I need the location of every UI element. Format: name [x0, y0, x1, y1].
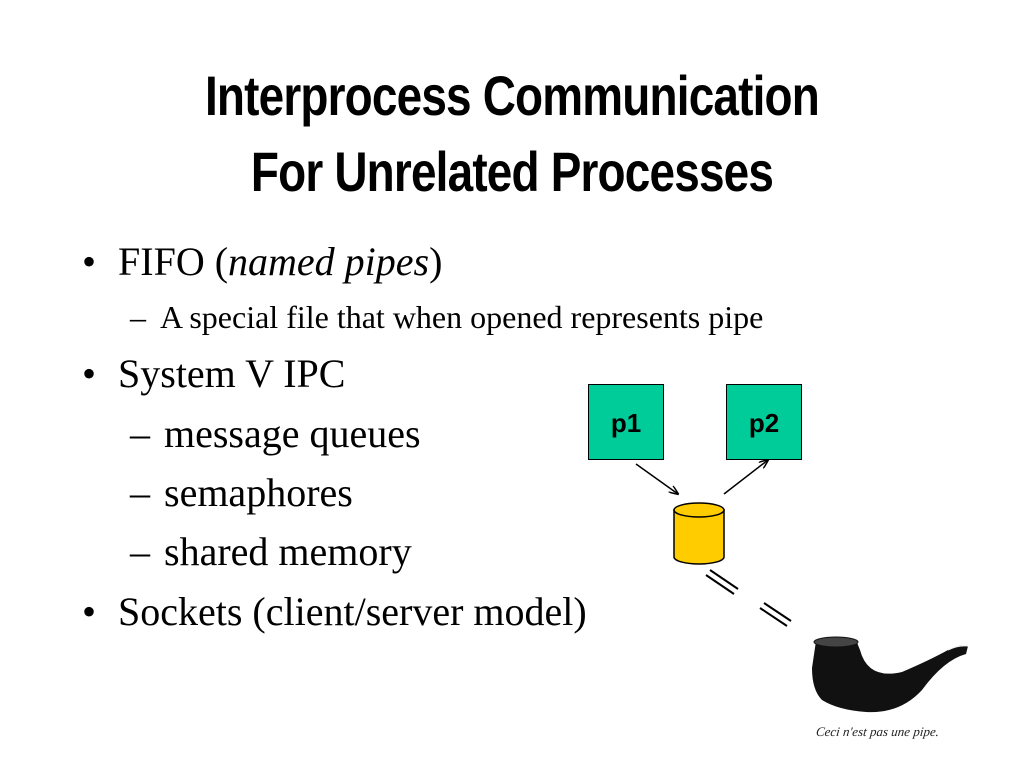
bullet-sockets: • Sockets (client/server model) [82, 588, 587, 636]
dash-marker: – [130, 529, 150, 574]
bullet-fifo-prefix: FIFO ( [118, 239, 229, 284]
fifo-cylinder-icon [673, 502, 725, 565]
dash-marker: – [130, 299, 146, 335]
dash-marker: – [130, 411, 150, 456]
pipe-caption: Ceci n'est pas une pipe. [815, 724, 940, 739]
bullet-marker: • [82, 239, 97, 284]
sub-bullet-message-queues-text: message queues [164, 411, 421, 456]
slide-title-line-1: Interprocess Communication [204, 64, 820, 127]
bullet-fifo: • FIFO (named pipes) [82, 238, 442, 286]
sub-bullet-fifo: –A special file that when opened represe… [130, 297, 763, 337]
bullet-marker: • [82, 351, 97, 396]
process-box-p2: p2 [726, 384, 802, 460]
arrow-fifo-to-p2 [723, 460, 768, 495]
bullet-sockets-text: Sockets (client/server model) [118, 589, 587, 634]
dash-marker: – [130, 470, 150, 515]
sub-bullet-semaphores: –semaphores [130, 469, 353, 517]
sub-bullet-fifo-text: A special file that when opened represen… [160, 299, 764, 335]
bullet-fifo-suffix: ) [429, 239, 443, 284]
process-box-p1: p1 [588, 384, 664, 460]
slide-title-line-2: For Unrelated Processes [250, 140, 774, 203]
arrow-p1-to-fifo [635, 463, 678, 494]
sub-bullet-semaphores-text: semaphores [164, 470, 353, 515]
bullet-system-v-text: System V IPC [118, 351, 346, 396]
sub-bullet-shared-memory: –shared memory [130, 528, 412, 576]
bullet-marker: • [82, 589, 97, 634]
dashed-connector [705, 569, 792, 627]
bullet-fifo-italic: named pipes [228, 239, 430, 284]
sub-bullet-message-queues: –message queues [130, 410, 421, 458]
sub-bullet-shared-memory-text: shared memory [164, 529, 412, 574]
pipe-illustration-icon [812, 636, 969, 713]
bullet-system-v-ipc: • System V IPC [82, 350, 345, 398]
